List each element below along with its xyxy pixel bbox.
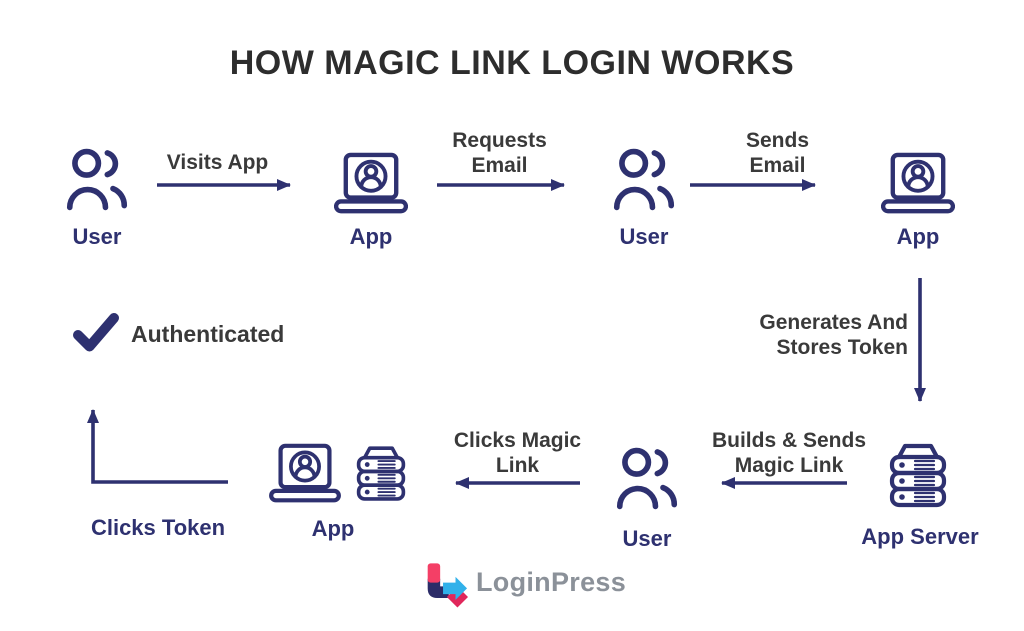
users-icon	[616, 446, 678, 518]
page-title: HOW MAGIC LINK LOGIN WORKS	[229, 44, 795, 82]
status-authenticated: Authenticated	[131, 321, 285, 347]
laptop-user-icon	[881, 152, 955, 216]
laptop-user-icon	[266, 443, 344, 505]
edge-label-builds-sends: Builds & Sends Magic Link	[711, 429, 867, 477]
laptop-user-icon	[334, 152, 408, 216]
edge-label-requests-email: Requests Email	[452, 129, 547, 177]
edge-label-visits-app: Visits App	[166, 151, 269, 174]
server-rack-icon	[884, 440, 952, 512]
node-label-app: App	[311, 516, 355, 541]
loginpress-logo-icon	[420, 561, 468, 608]
node-label-user: User	[619, 224, 669, 249]
users-icon	[613, 147, 675, 219]
checkmark-icon	[71, 311, 121, 355]
node-label-app: App	[896, 224, 940, 249]
arrow-clicks-token	[87, 409, 228, 484]
node-label-app: App	[349, 224, 393, 249]
edge-label-clicks-magic-link: Clicks Magic Link	[453, 429, 582, 477]
edge-label-sends-email: Sends Email	[745, 129, 810, 177]
edge-label-clicks-token: Clicks Token	[90, 515, 226, 540]
brand-name: LoginPress	[476, 567, 627, 597]
server-rack-icon	[352, 443, 410, 505]
node-label-app-server: App Server	[861, 524, 979, 549]
edge-label-generates-token: Generates And Stores Token	[759, 311, 908, 359]
node-label-user: User	[622, 526, 672, 551]
node-label-user: User	[72, 224, 122, 249]
users-icon	[66, 147, 128, 219]
